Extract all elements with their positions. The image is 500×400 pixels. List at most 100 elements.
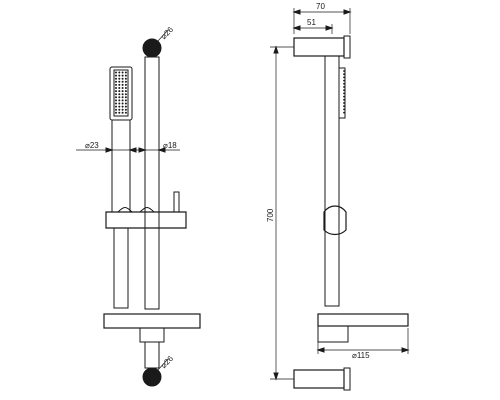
front-view: ⌀26 ⌀23 ⌀18 ⌀26 (76, 25, 201, 387)
side-nozzle-dot (343, 89, 345, 92)
nozzle-dot (121, 102, 124, 105)
nozzle-dot (124, 96, 127, 99)
side-nozzle-dot (343, 79, 345, 82)
side-nozzle-dot (343, 86, 345, 88)
nozzle-dot (124, 93, 127, 96)
nozzle-dot (118, 71, 121, 74)
soap-dish (103, 313, 201, 329)
nozzle-dot (115, 96, 117, 99)
nozzle-dot (118, 90, 121, 93)
nozzle-dot (115, 105, 117, 108)
side-nozzle-dot (343, 70, 345, 72)
dim-height-700-label: 700 (266, 208, 275, 222)
nozzle-dot (121, 105, 124, 108)
nozzle-dot (121, 77, 124, 80)
side-nozzle-dot (343, 102, 345, 104)
nozzle-dot (115, 80, 117, 83)
dim-depth-51-label: 51 (307, 18, 316, 27)
nozzle-dot (115, 93, 117, 96)
nozzle-dot (115, 99, 117, 102)
nozzle-dot (124, 74, 127, 77)
top-wall-flange (343, 35, 351, 59)
side-nozzle-dot (343, 108, 345, 111)
nozzle-dot (115, 108, 117, 111)
nozzle-dot (124, 102, 127, 105)
nozzle-dot (121, 99, 124, 102)
side-nozzle-dot (343, 92, 345, 95)
side-bar (324, 55, 340, 307)
nozzle-dot (121, 96, 124, 99)
side-nozzle-dot (343, 95, 345, 98)
dim-bottom-ball-label: ⌀26 (159, 354, 175, 370)
nozzle-dot (124, 105, 127, 108)
handshower-nozzle-grid (113, 69, 129, 117)
nozzle-dot (124, 77, 127, 80)
nozzle-dot (115, 87, 117, 89)
nozzle-dot (118, 87, 121, 89)
nozzle-dot (124, 99, 127, 102)
side-nozzle-dot (343, 76, 345, 79)
top-wall-arm (293, 37, 345, 57)
side-nozzle-dots (343, 70, 345, 114)
nozzle-dot (115, 74, 117, 77)
slide-bar (144, 56, 160, 310)
side-nozzle-dot (343, 105, 345, 108)
bottom-wall-flange (343, 367, 351, 391)
top-mount-ball (142, 38, 162, 58)
nozzle-dot (118, 102, 121, 105)
nozzle-dots (115, 71, 127, 114)
hose (113, 227, 129, 309)
bottom-wall-arm (293, 369, 345, 389)
nozzle-dot (121, 74, 124, 77)
side-soap-dish (317, 313, 409, 327)
nozzle-dot (118, 105, 121, 108)
nozzle-dot (115, 111, 117, 114)
nozzle-dot (115, 90, 117, 93)
side-view: 70 51 700 ⌀115 (266, 2, 410, 391)
nozzle-dot (121, 71, 124, 74)
soap-dish-collar (139, 327, 165, 343)
nozzle-dot (121, 83, 124, 86)
nozzle-dot (124, 71, 127, 74)
side-nozzle-dot (343, 82, 345, 85)
dim-handshower-label: ⌀23 (85, 141, 99, 150)
nozzle-dot (121, 90, 124, 93)
handshower-head (109, 66, 133, 121)
nozzle-dot (121, 108, 124, 111)
nozzle-dot (121, 93, 124, 96)
nozzle-dot (115, 83, 117, 86)
nozzle-dot (118, 74, 121, 77)
nozzle-dot (118, 96, 121, 99)
nozzle-dot (121, 87, 124, 89)
nozzle-dot (118, 93, 121, 96)
side-handshower (338, 67, 346, 119)
bottom-mount-ball (142, 367, 162, 387)
side-nozzle-dot (343, 73, 345, 76)
nozzle-dot (124, 83, 127, 86)
dim-bar-label: ⌀18 (163, 141, 177, 150)
side-slider-holder (323, 205, 347, 236)
nozzle-dot (118, 80, 121, 83)
nozzle-dot (124, 111, 127, 114)
nozzle-dot (124, 90, 127, 93)
dim-depth-70-label: 70 (316, 2, 325, 11)
handshower-handle (111, 119, 131, 213)
nozzle-dot (121, 80, 124, 83)
dim-top-ball-label: ⌀26 (159, 25, 175, 41)
nozzle-dot (121, 111, 124, 114)
nozzle-dot (124, 108, 127, 111)
nozzle-dot (115, 71, 117, 74)
side-soap-dish-collar (317, 325, 349, 343)
nozzle-dot (124, 80, 127, 83)
nozzle-dot (118, 111, 121, 114)
dim-soap-dish-label: ⌀115 (352, 351, 370, 360)
lower-bar (144, 341, 160, 369)
nozzle-dot (124, 87, 127, 89)
nozzle-dot (118, 108, 121, 111)
slider-holder (105, 211, 187, 229)
side-nozzle-dot (343, 98, 345, 101)
nozzle-dot (115, 102, 117, 105)
side-nozzle-dot (343, 111, 345, 114)
slider-knob (173, 191, 180, 213)
